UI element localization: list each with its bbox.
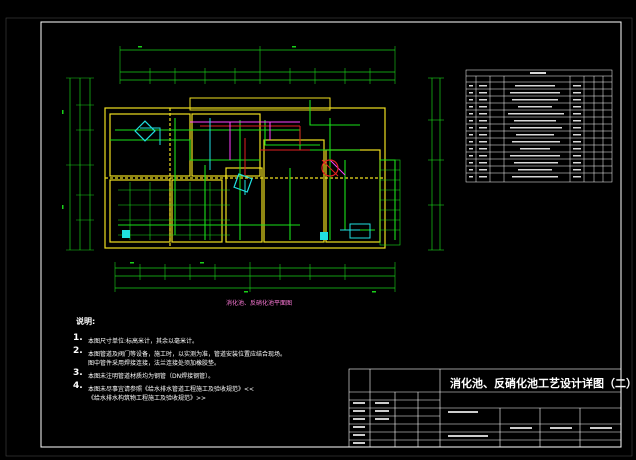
- drawing-title: 消化池、反硝化池工艺设计详图（二）: [450, 377, 636, 390]
- note-4-text: 本图未尽事宜请参照《给水排水管道工程施工及验收规范》<<: [88, 386, 255, 393]
- note-4-number: 4.: [73, 381, 83, 391]
- equipment-table: [465, 69, 613, 183]
- tank-grid: [118, 182, 230, 240]
- drawing-frame: [40, 21, 622, 448]
- note-4-continued: 《给水排水构筑物工程施工及验收规范》>>: [88, 395, 207, 402]
- equipment-table-text: [469, 72, 581, 178]
- note-2-number: 2.: [73, 346, 83, 356]
- stair-structure: [379, 159, 401, 246]
- pipes-green: [110, 100, 396, 240]
- note-3-number: 3.: [73, 368, 83, 378]
- upper-wing-wall: [189, 97, 331, 111]
- pipes-magenta: [190, 121, 346, 176]
- plan-caption: 消化池、反硝化池平面图: [226, 300, 293, 307]
- dimension-text-marks: [62, 46, 376, 293]
- paper-border: [5, 17, 633, 457]
- pipes-red: [200, 125, 310, 175]
- note-1-text: 本图尺寸单位:标高米计，其余以毫米计。: [88, 338, 199, 345]
- note-2-continued: 图中管件采用焊接连接，法兰连接处须加橡胶垫。: [88, 360, 221, 367]
- title-block: [348, 368, 622, 448]
- title-block-marks: [353, 402, 612, 444]
- dimension-lines: [66, 46, 444, 292]
- equipment-symbols: [122, 120, 371, 240]
- note-3-text: 本图未注明管道材质均为钢管（DN焊接钢管）。: [88, 373, 215, 380]
- note-1-number: 1.: [73, 333, 83, 343]
- notes-heading: 说明:: [76, 317, 96, 326]
- pipes-cyan: [140, 118, 360, 231]
- building-walls: [104, 107, 386, 249]
- note-2-text: 本图管道及阀门等设备，施工时，以实测为准，管道安装位置应结合现场。: [88, 351, 287, 358]
